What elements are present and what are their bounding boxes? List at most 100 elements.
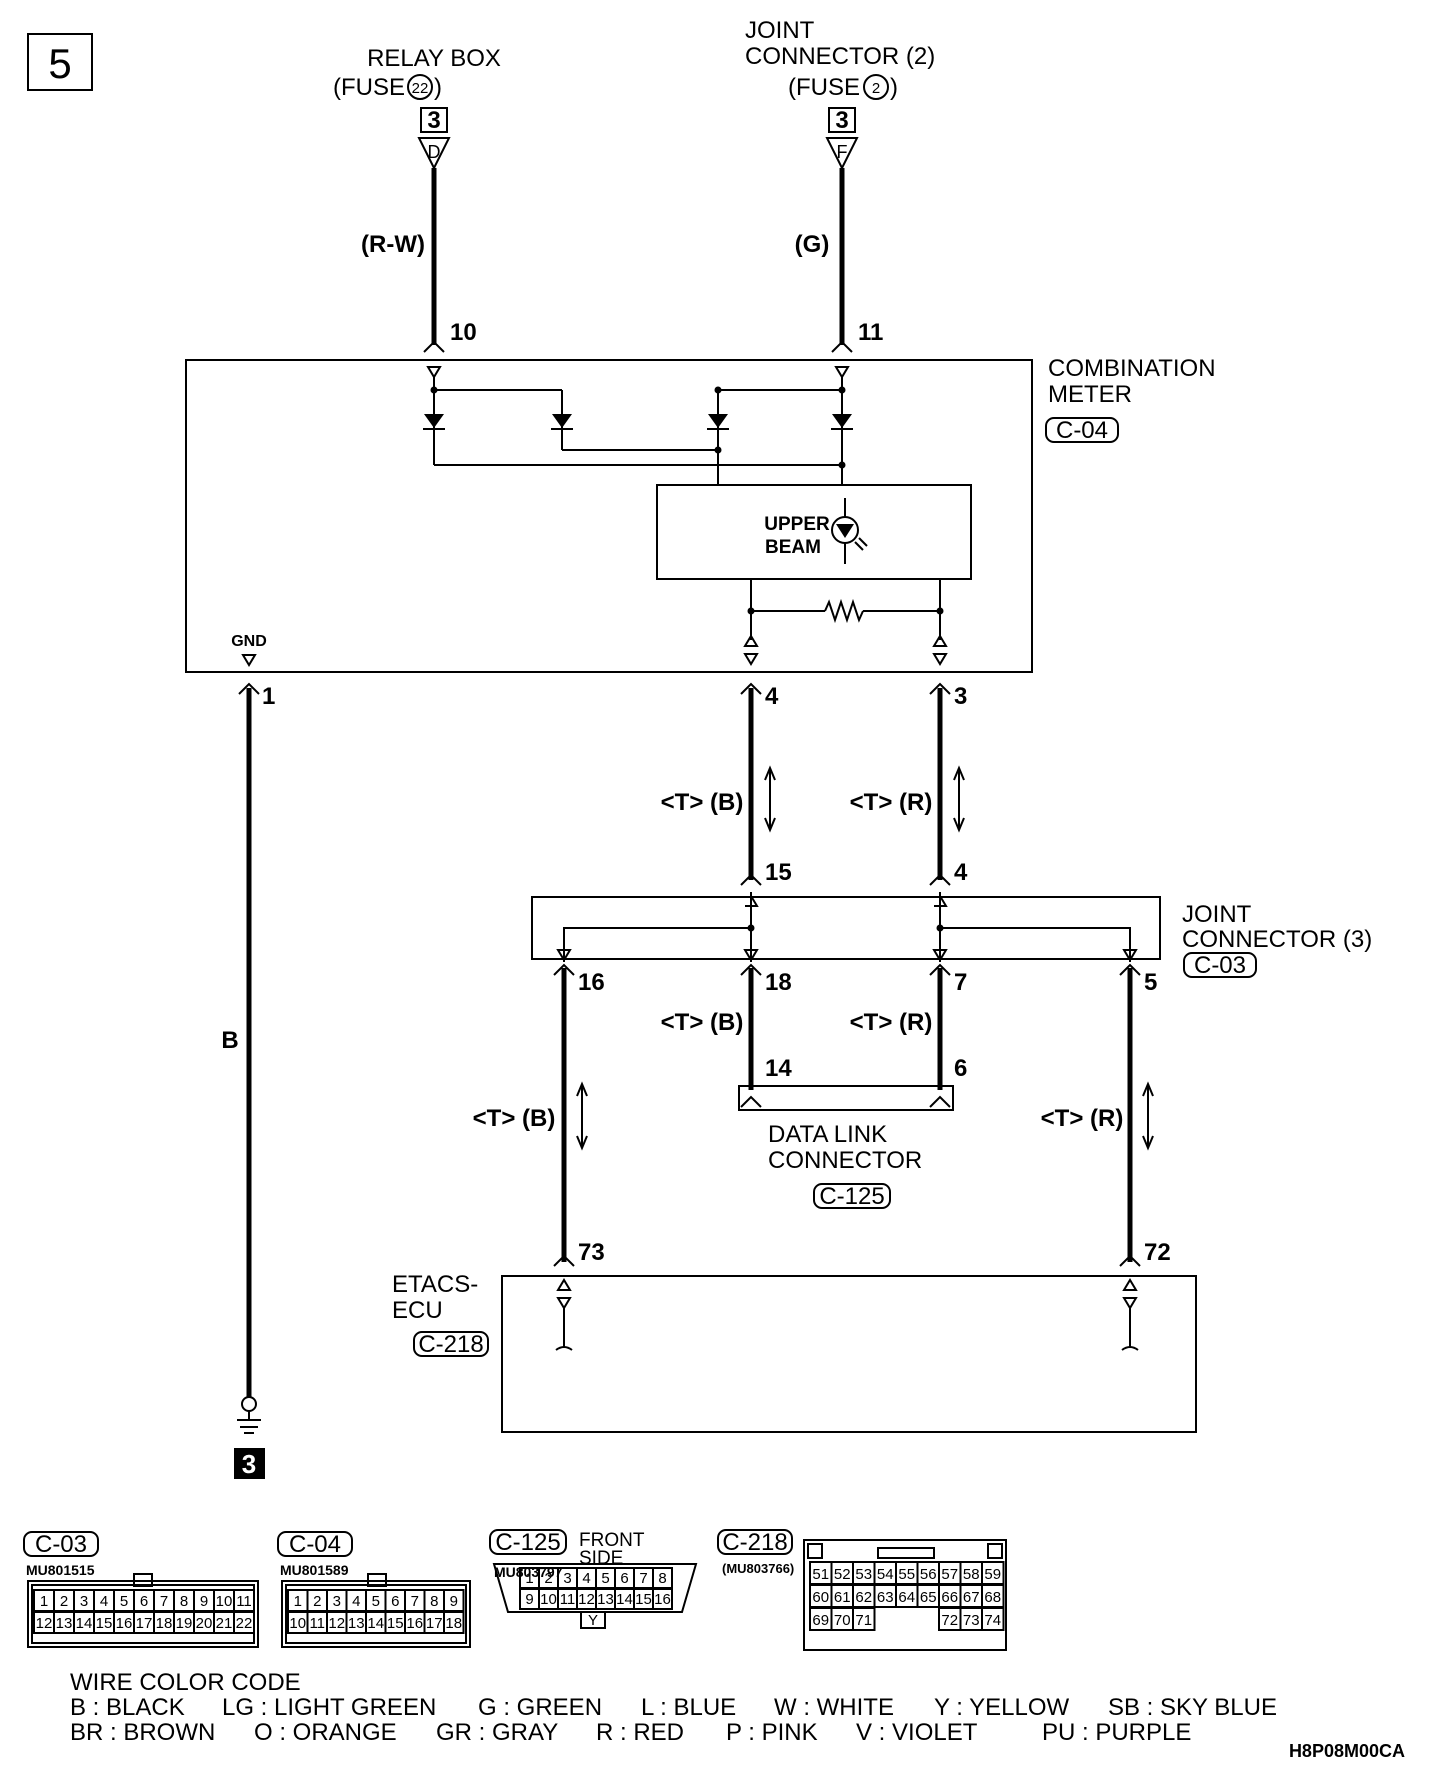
pin-cell-label: 73 <box>963 1612 980 1629</box>
combination-meter-line2: METER <box>1048 381 1132 408</box>
c125-tag <box>813 1183 891 1209</box>
pin-cell-label: 64 <box>898 1589 915 1606</box>
relay-box-fuse-number: 22 <box>412 80 429 97</box>
c04-face-tag <box>277 1531 353 1557</box>
pin-cell-label: 17 <box>426 1615 443 1632</box>
pin-cell-label: 6 <box>391 1593 399 1610</box>
pin-cell-label: 8 <box>658 1570 666 1587</box>
pin-cell-label: 18 <box>445 1615 462 1632</box>
meter-input-10 <box>426 366 442 379</box>
legend-entry: B : BLACK <box>70 1694 185 1721</box>
legend-entry: V : VIOLET <box>856 1719 978 1746</box>
legend-entry: O : ORANGE <box>254 1719 397 1746</box>
pin-cell-label: 51 <box>812 1566 829 1583</box>
c125-side-line2: SIDE <box>579 1548 623 1569</box>
jc3-out-5 <box>1122 949 1138 962</box>
c03-tag <box>1183 952 1257 978</box>
upper-beam-module <box>656 484 972 580</box>
bidirectional-arrow-icon <box>764 765 776 833</box>
jc3-out-7 <box>932 949 948 962</box>
pin-cell-label: 5 <box>120 1593 128 1610</box>
pin-cell-label: 69 <box>812 1612 829 1629</box>
etacs-pin-72-terminal <box>1121 1278 1139 1351</box>
data-link-connector-connector: C-125 <box>819 1183 884 1210</box>
wire-tr-etacs-label: <T> (R) <box>1041 1105 1124 1132</box>
pin-cell-label: 11 <box>236 1593 252 1610</box>
pin-3-mark <box>929 682 951 695</box>
combination-meter-connector: C-04 <box>1056 417 1108 444</box>
diode-1 <box>424 414 444 428</box>
diode-3 <box>708 414 728 428</box>
node-2 <box>714 386 722 394</box>
pin-cell-label: 61 <box>834 1589 851 1606</box>
joint-connector-2-line2: CONNECTOR (2) <box>745 43 935 70</box>
pin-cell-label: 22 <box>236 1615 253 1632</box>
gnd-label: GND <box>231 633 267 650</box>
pin-cell-label: 1 <box>525 1570 533 1587</box>
pin-cell-label: 15 <box>387 1615 404 1632</box>
relay-box-label: RELAY BOX <box>367 45 501 72</box>
joint-connector-3-line2: CONNECTOR (3) <box>1182 926 1372 953</box>
pin-cell-label: 62 <box>855 1589 872 1606</box>
pin-cell-label: 70 <box>834 1612 851 1629</box>
pin-73: 73 <box>578 1239 605 1266</box>
resistor <box>824 598 864 624</box>
pin-cell-label: 2 <box>544 1570 552 1587</box>
relay-box-fuse-close: ) <box>434 74 442 101</box>
diode-4 <box>832 414 852 428</box>
data-link-connector-line2: CONNECTOR <box>768 1147 922 1174</box>
c125-key: Y <box>588 1612 598 1629</box>
node-3 <box>838 386 846 394</box>
etacs-ecu-line2: ECU <box>392 1297 443 1324</box>
legend-entry: LG : LIGHT GREEN <box>222 1694 436 1721</box>
pin-cell-label: 6 <box>140 1593 148 1610</box>
pin-cell-label: 4 <box>352 1593 360 1610</box>
c125-side-line1: FRONT <box>579 1530 645 1551</box>
pin-cell-label: 7 <box>639 1570 647 1587</box>
pin-5-mark <box>1119 963 1141 976</box>
pin-cell-label: 3 <box>80 1593 88 1610</box>
upper-beam-line1: UPPER <box>764 514 830 535</box>
legend-entry: BR : BROWN <box>70 1719 215 1746</box>
pin-7-mark <box>929 963 951 976</box>
pin-10-mark <box>423 340 445 353</box>
pin-cell-label: 14 <box>76 1615 93 1632</box>
node-8 <box>747 924 755 932</box>
pin-cell-label: 9 <box>200 1593 208 1610</box>
joint-connector-2-fuse-number: 2 <box>872 80 880 97</box>
wire-tr-dlc-label: <T> (R) <box>850 1009 933 1036</box>
joint-connector-2-arrow <box>825 137 859 171</box>
c218-face-name: C-218 <box>722 1529 787 1556</box>
legend-entry: P : PINK <box>726 1719 818 1746</box>
pin-cell-label: 13 <box>597 1591 614 1608</box>
legend-entry: PU : PURPLE <box>1042 1719 1191 1746</box>
legend-title: WIRE COLOR CODE <box>70 1669 301 1696</box>
pin-cell-label: 17 <box>136 1615 153 1632</box>
fuse-number-circle <box>407 74 433 100</box>
pin-cell-label: 55 <box>898 1566 915 1583</box>
pin-cell-label: 13 <box>56 1615 73 1632</box>
bidirectional-arrow-icon <box>576 1081 588 1151</box>
relay-box-source: RELAY BOX (FUSE 22 ) 3 D <box>333 45 501 171</box>
jc3-out-18 <box>743 949 759 962</box>
c125-face-name: C-125 <box>495 1529 560 1556</box>
joint-connector-2-ref-box <box>828 107 856 133</box>
pin-cell-label: 72 <box>941 1612 958 1629</box>
pin-cell-label: 4 <box>582 1570 590 1587</box>
dlc-pin-14 <box>740 1095 762 1108</box>
relay-box-ref-number: 3 <box>427 107 440 134</box>
ground-ref-number: 3 <box>242 1449 256 1479</box>
pin-11-mark <box>831 340 853 353</box>
pin-cell-label: 68 <box>984 1589 1001 1606</box>
pin-cell-label: 53 <box>855 1566 872 1583</box>
wire-tb-etacs-label: <T> (B) <box>473 1105 556 1132</box>
pin-cell <box>443 1611 465 1634</box>
jc3-bus-b <box>563 927 751 962</box>
